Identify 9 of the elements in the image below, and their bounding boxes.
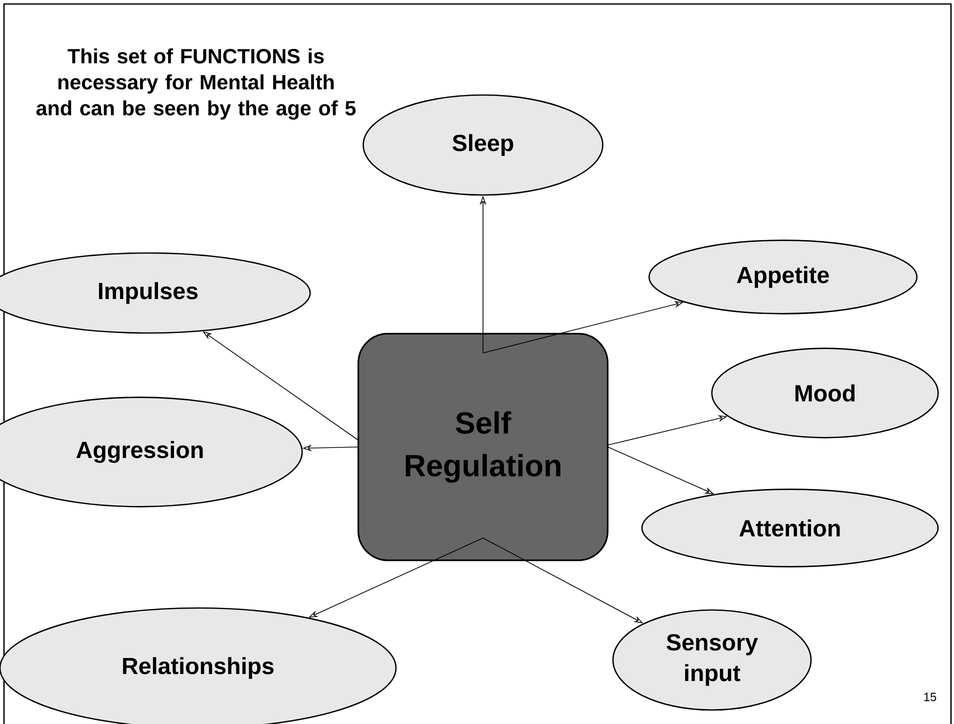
ellipse-node: Appetite — [648, 240, 918, 314]
title: This set of FUNCTIONS is necessary for Mental Health and can be seen by the age of 5 — [36, 48, 356, 120]
ellipse-node: Relationships — [0, 607, 397, 724]
ellipse-node: Attention — [641, 488, 939, 568]
ellipse-node: Sleep — [362, 94, 604, 196]
page-number: 15 — [924, 692, 936, 702]
ellipse-node: Sensory input — [612, 609, 812, 711]
process-box: Self Regulation — [358, 332, 608, 562]
ellipse-node: Mood — [711, 348, 939, 438]
